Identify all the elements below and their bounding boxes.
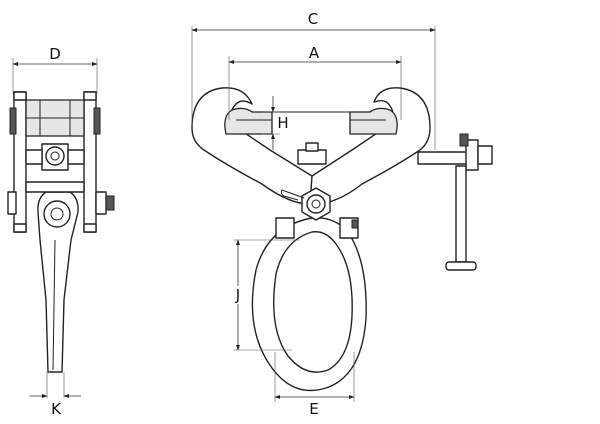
left-grip-pad [224, 107, 273, 135]
clamp-tommy-bar-end [445, 261, 477, 271]
label-j: J [235, 286, 240, 304]
side-bolt-head-right [93, 107, 101, 135]
shackle-ear-left [275, 217, 295, 239]
dimensions [12, 26, 436, 402]
split-pin [280, 189, 305, 201]
label-d: D [49, 45, 61, 63]
label-k: K [51, 400, 62, 418]
side-lever [37, 191, 79, 373]
side-pivot-pin [43, 200, 71, 228]
front-view [191, 87, 493, 392]
label-a: A [309, 44, 320, 62]
center-bracket [297, 149, 327, 165]
right-jaw-arm [309, 87, 431, 205]
clamp-tommy-bar [455, 165, 467, 263]
dimension-labels: D K C A H J E [47, 10, 322, 418]
side-center-nut [45, 146, 65, 166]
label-e: E [309, 400, 318, 418]
shackle-opening [273, 231, 353, 373]
label-c: C [308, 10, 318, 28]
label-h: H [277, 114, 288, 132]
pivot-pin [306, 194, 326, 214]
right-grip-pad [349, 107, 398, 135]
left-jaw-arm [191, 87, 315, 205]
side-view [7, 91, 115, 373]
side-bolt-head-left [9, 107, 17, 135]
side-lower-bolt-left [7, 191, 17, 215]
side-lower-bolt-right [95, 191, 107, 215]
